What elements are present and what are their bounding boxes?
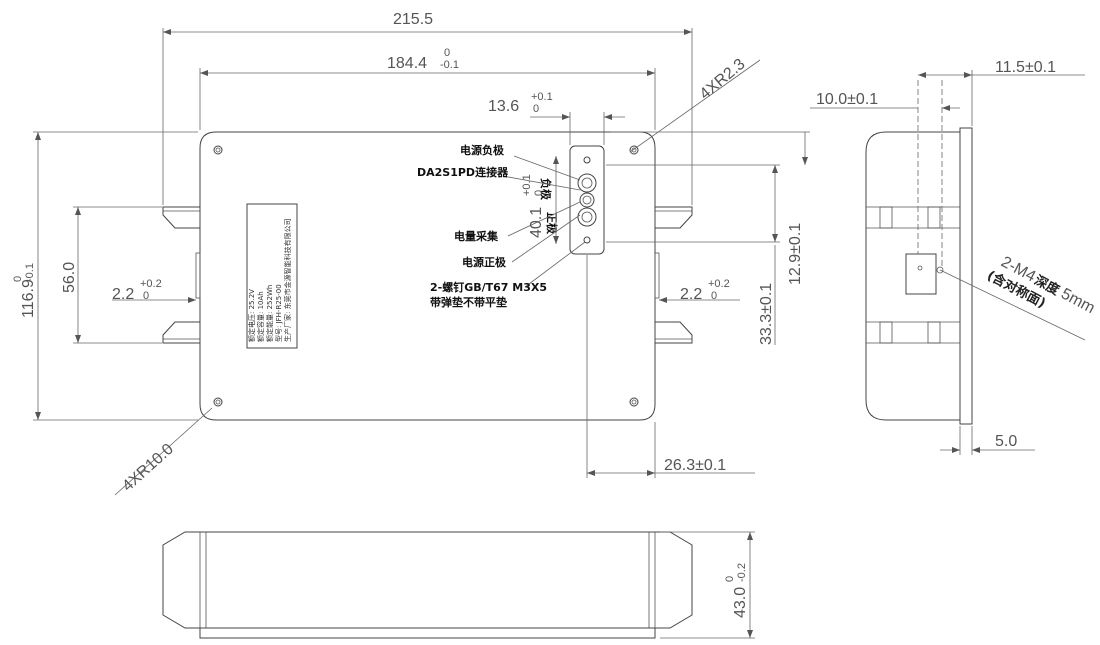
dim-small-radius: 4XR2.3: [697, 56, 749, 103]
corner-hole: [213, 145, 223, 155]
tol-upper: 0: [444, 47, 450, 59]
connector-pin: [577, 173, 597, 193]
front-body-outline: [199, 131, 656, 421]
dim-side-offset: 10.0±0.1: [816, 91, 878, 108]
side-body-outline: [865, 131, 961, 421]
corner-hole: [629, 145, 639, 155]
corner-hole: [629, 397, 639, 407]
side-flange: [959, 127, 973, 425]
dim-flange-gap-left: 2.2: [112, 286, 134, 303]
right-ear-bottom: [655, 321, 693, 344]
side-view: 11.5±0.1 10.0±0.1 5.0 2-M4 深度 5mm (含对称面): [810, 59, 1098, 455]
dim-total-height: 116.9: [20, 279, 37, 318]
nameplate: [246, 203, 298, 349]
thread-block: [905, 253, 937, 295]
nameplate-line: 型号: JFH-R25-00: [274, 284, 283, 342]
tol-lower: 0: [711, 290, 717, 302]
right-ear-top: [655, 206, 693, 229]
tol-lower: 0: [533, 103, 539, 115]
nameplate-line: 额定电压: 25.2V: [247, 289, 256, 342]
left-ear-top: [162, 206, 200, 229]
corner-hole: [213, 397, 223, 407]
dim-connector-pitch: 13.6: [488, 98, 519, 115]
tol-upper: +0.2: [708, 278, 730, 290]
connector-body: [569, 145, 605, 255]
washer-spec-label: 带弹垫不带平垫: [430, 295, 507, 309]
dim-mount-spacing: 56.0: [61, 262, 78, 293]
connector-screw: [583, 236, 591, 244]
connector-pin: [577, 207, 597, 227]
bottom-view: 43.0 0 -0.2: [162, 531, 755, 639]
dim-inner-width: 184.4: [387, 55, 427, 72]
dim-overall-width: 215.5: [393, 11, 433, 28]
tol-lower: -0.1: [24, 263, 36, 282]
neg-short-label: 负极: [539, 178, 553, 201]
thread-depth: 5mm: [1058, 285, 1097, 317]
tol-lower: -0.2: [736, 563, 748, 582]
screw-spec-label: 2-螺钉GB/T67 M3X5: [430, 280, 547, 294]
connector-pin: [579, 192, 595, 208]
bottom-body-outline: [162, 531, 693, 629]
dim-right-offset: 11.5±0.1: [995, 59, 1056, 76]
tol-upper: +0.1: [531, 91, 553, 103]
negative-power-label: 电源负极: [460, 143, 505, 157]
metering-label: 电量采集: [454, 229, 499, 243]
tol-lower: -0.1: [440, 59, 459, 71]
connector-screw: [583, 156, 591, 164]
left-ear-bottom: [162, 321, 200, 344]
dim-12-9: 12.9±0.1: [787, 223, 804, 285]
nameplate-line: 额定能量: 252Wh: [265, 285, 274, 342]
dim-33-3: 33.3±0.1: [758, 283, 775, 345]
tol-lower: 0: [533, 190, 545, 196]
tol-upper: +0.2: [140, 278, 162, 290]
dim-5-0: 5.0: [995, 433, 1017, 450]
nameplate-line: 生产厂家: 东莞市金源智能科技有限公司: [283, 218, 292, 342]
tol-lower: 0: [143, 290, 149, 302]
bottom-base: [199, 627, 656, 639]
dim-26-3: 26.3±0.1: [664, 457, 726, 474]
dim-large-radius: 4XR10.0: [119, 441, 177, 495]
tol-upper: 0: [724, 576, 736, 582]
tol-upper: +0.1: [521, 174, 533, 196]
positive-power-label: 电源正极: [462, 255, 507, 269]
nameplate-line: 额定容量: 10Ah: [256, 291, 265, 342]
dim-body-height: 43.0: [732, 587, 749, 618]
dim-connector-height: 40.1: [528, 207, 545, 238]
connector-label: DA2S1PD连接器: [417, 165, 509, 179]
dim-flange-gap-right: 2.2: [680, 286, 702, 303]
tol-upper: 0: [12, 276, 24, 282]
front-view: 额定电压: 25.2V 额定容量: 10Ah 额定能量: 252Wh 型号: J…: [12, 11, 810, 496]
